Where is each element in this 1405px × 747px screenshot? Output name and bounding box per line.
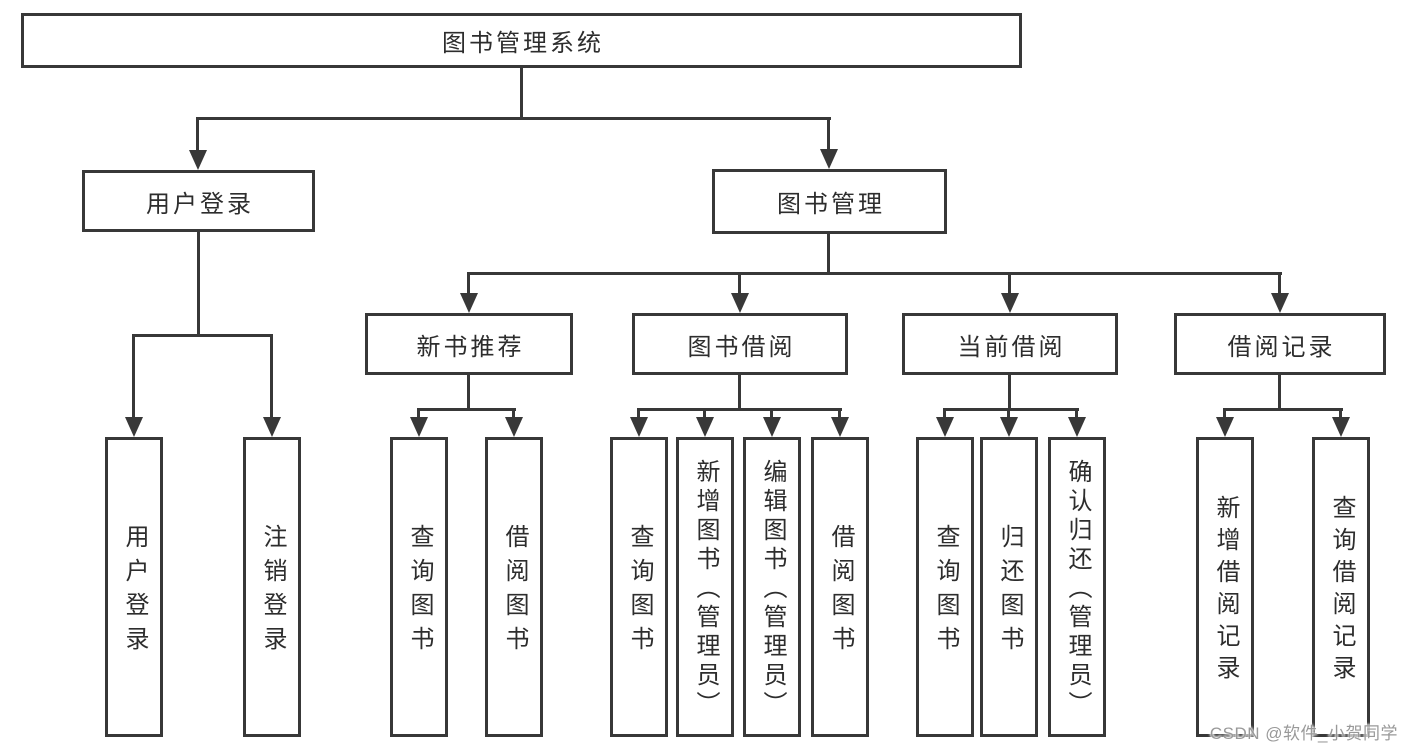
arrow-down-icon <box>263 417 281 437</box>
connector-leaf-stem <box>270 334 273 420</box>
connector-leaf-stem <box>417 408 420 422</box>
node-leaf-return-book-label: 归还图书 <box>996 524 1023 660</box>
node-new-book-rec: 新书推荐 <box>365 313 573 375</box>
node-leaf-query-book-current-label: 查询图书 <box>932 524 959 660</box>
connector-level3-stem <box>1278 272 1281 296</box>
node-leaf-query-borrow-record-label: 查询借阅记录 <box>1328 495 1355 687</box>
connector-user-login-stem <box>196 117 199 153</box>
node-user-login-label: 用户登录 <box>146 190 254 218</box>
node-leaf-confirm-return-label: 确认归还（管理员） <box>1064 459 1091 720</box>
arrow-down-icon <box>1332 417 1350 437</box>
arrow-down-icon <box>696 417 714 437</box>
node-root-label: 图书管理系统 <box>442 30 604 57</box>
arrow-down-icon <box>460 293 478 313</box>
node-borrow-record-label: 借阅记录 <box>1227 333 1336 361</box>
arrow-down-icon <box>125 417 143 437</box>
arrow-down-icon <box>763 417 781 437</box>
arrow-down-icon <box>731 293 749 313</box>
node-leaf-edit-book-label: 编辑图书（管理员） <box>759 459 786 720</box>
node-leaf-query-borrow-record: 查询借阅记录 <box>1312 437 1370 737</box>
node-borrow-record: 借阅记录 <box>1174 313 1386 375</box>
node-leaf-user-login: 用户登录 <box>105 437 163 737</box>
node-leaf-add-book-label: 新增图书（管理员） <box>692 459 719 720</box>
node-user-login: 用户登录 <box>82 170 315 232</box>
connector-root-hbar <box>197 117 831 120</box>
arrow-down-icon <box>1271 293 1289 313</box>
arrow-down-icon <box>936 417 954 437</box>
node-leaf-add-borrow-record: 新增借阅记录 <box>1196 437 1254 737</box>
arrow-down-icon <box>1000 417 1018 437</box>
arrow-down-icon <box>505 417 523 437</box>
node-leaf-borrow-book-borrow-label: 借阅图书 <box>827 524 854 660</box>
connector-current-borrow-down <box>1008 375 1011 411</box>
arrow-down-icon <box>189 150 207 170</box>
connector-leaf-stem <box>943 408 946 422</box>
node-leaf-logout-label: 注销登录 <box>259 524 286 660</box>
node-root: 图书管理系统 <box>21 13 1022 68</box>
connector-group-hbar <box>418 408 516 411</box>
node-leaf-query-book-rec-label: 查询图书 <box>406 524 433 660</box>
node-leaf-user-login-label: 用户登录 <box>121 524 148 660</box>
arrow-down-icon <box>1001 293 1019 313</box>
connector-level3-stem <box>467 272 470 296</box>
connector-leaf-stem <box>1223 408 1226 422</box>
arrow-down-icon <box>1068 417 1086 437</box>
connector-book-mgmt-hbar <box>468 272 1282 275</box>
arrow-down-icon <box>410 417 428 437</box>
arrow-down-icon <box>630 417 648 437</box>
node-leaf-logout: 注销登录 <box>243 437 301 737</box>
arrow-down-icon <box>820 149 838 169</box>
connector-borrow-record-down <box>1278 375 1281 411</box>
connector-level3-stem <box>1008 272 1011 296</box>
node-current-borrow-label: 当前借阅 <box>957 333 1066 361</box>
node-new-book-rec-label: 新书推荐 <box>416 333 525 361</box>
connector-root-stem <box>520 68 523 119</box>
connector-group-hbar <box>943 408 1079 411</box>
connector-group-hbar <box>1223 408 1343 411</box>
connector-book-borrow-down <box>738 375 741 411</box>
node-leaf-query-book-current: 查询图书 <box>916 437 974 737</box>
node-leaf-borrow-book-rec-label: 借阅图书 <box>501 524 528 660</box>
arrow-down-icon <box>831 417 849 437</box>
node-current-borrow: 当前借阅 <box>902 313 1118 375</box>
connector-leaf-stem <box>1339 408 1342 422</box>
node-leaf-add-borrow-record-label: 新增借阅记录 <box>1212 495 1239 687</box>
connector-user-login-hbar <box>133 334 273 337</box>
node-leaf-query-book-borrow: 查询图书 <box>610 437 668 737</box>
arrow-down-icon <box>1216 417 1234 437</box>
connector-leaf-stem <box>770 408 773 422</box>
node-book-borrow-label: 图书借阅 <box>687 333 796 361</box>
connector-new-book-rec-down <box>467 375 470 411</box>
connector-leaf-stem <box>1075 408 1078 422</box>
connector-level3-stem <box>738 272 741 296</box>
connector-group-hbar <box>637 408 842 411</box>
node-book-borrow: 图书借阅 <box>632 313 848 375</box>
connector-user-login-down <box>197 232 200 337</box>
node-leaf-query-book-rec: 查询图书 <box>390 437 448 737</box>
node-leaf-query-book-borrow-label: 查询图书 <box>626 524 653 660</box>
connector-leaf-stem <box>703 408 706 422</box>
node-leaf-borrow-book-rec: 借阅图书 <box>485 437 543 737</box>
node-leaf-add-book: 新增图书（管理员） <box>676 437 734 737</box>
connector-book-mgmt-down <box>827 234 830 275</box>
connector-leaf-stem <box>512 408 515 422</box>
connector-book-mgmt-stem <box>827 117 830 152</box>
node-leaf-confirm-return: 确认归还（管理员） <box>1048 437 1106 737</box>
node-book-mgmt: 图书管理 <box>712 169 947 234</box>
node-book-mgmt-label: 图书管理 <box>777 191 885 218</box>
connector-leaf-stem <box>637 408 640 422</box>
connector-leaf-stem <box>838 408 841 422</box>
node-leaf-return-book: 归还图书 <box>980 437 1038 737</box>
node-leaf-borrow-book-borrow: 借阅图书 <box>811 437 869 737</box>
node-leaf-edit-book: 编辑图书（管理员） <box>743 437 801 737</box>
connector-leaf-stem <box>1007 408 1010 422</box>
watermark: CSDN @软件_小贺同学 <box>1209 724 1398 743</box>
connector-leaf-stem <box>132 334 135 420</box>
